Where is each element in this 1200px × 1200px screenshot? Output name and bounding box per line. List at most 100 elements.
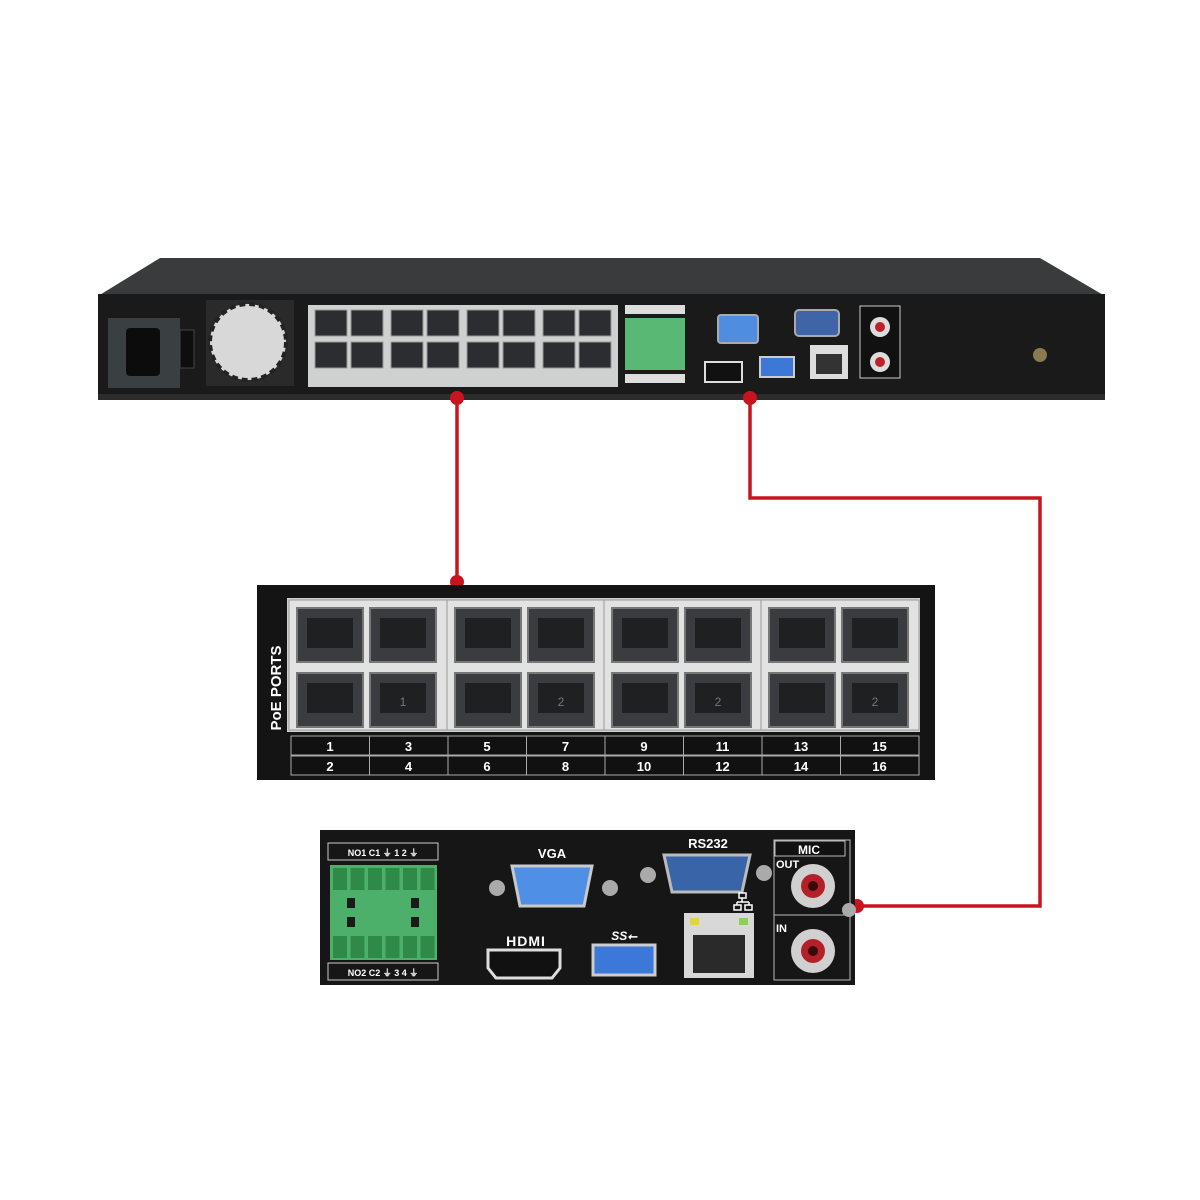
usb-label: SS⭠ [611, 929, 638, 943]
port-number: 16 [872, 759, 886, 774]
poe-port-small [578, 309, 612, 337]
port-contacts [307, 618, 353, 648]
terminal-slot [411, 898, 419, 908]
port-number: 3 [405, 739, 412, 754]
port-number: 8 [562, 759, 569, 774]
ground-screw-icon [1033, 348, 1047, 362]
port-number: 6 [483, 759, 490, 774]
port-number: 14 [794, 759, 809, 774]
device-top-cover [98, 258, 1105, 296]
in-label: IN [776, 923, 787, 935]
port-number: 10 [637, 759, 651, 774]
terminal-pin[interactable] [350, 936, 365, 958]
terminal-pin[interactable] [368, 936, 382, 958]
port-contacts [852, 683, 898, 713]
screw-icon [602, 880, 618, 896]
terminal-pin[interactable] [385, 936, 400, 958]
port-number: 1 [326, 739, 333, 754]
terminal-pin[interactable] [385, 868, 400, 890]
fan-icon [210, 304, 286, 380]
port-number: 4 [405, 759, 413, 774]
poe-port-small [466, 309, 500, 337]
poe-port-small [426, 341, 460, 369]
port-contacts [380, 618, 426, 648]
usb3-port[interactable] [591, 943, 657, 977]
terminal-pin[interactable] [403, 936, 417, 958]
terminal-slot [411, 917, 419, 927]
poe-port-small [314, 341, 348, 369]
port-number: 11 [716, 739, 730, 754]
port-contacts [622, 683, 668, 713]
poe-port-small [542, 341, 576, 369]
port-contacts [695, 618, 741, 648]
port-number-cell [840, 755, 920, 776]
port-contacts [779, 618, 825, 648]
port-contacts [538, 683, 584, 713]
port-contacts [465, 618, 511, 648]
port-contacts [695, 683, 741, 713]
rs232-port-small [794, 309, 840, 337]
device-bottom-edge [98, 394, 1105, 400]
port-group-mark: 2 [715, 695, 722, 709]
port-number: 15 [872, 739, 886, 754]
port-contacts [852, 618, 898, 648]
lan-led-green [739, 918, 748, 925]
screw-icon [756, 865, 772, 881]
callout-line-io [748, 398, 1042, 908]
hdmi-port-small [704, 361, 743, 383]
poe-port-small [350, 341, 384, 369]
poe-port-small [466, 341, 500, 369]
vga-port[interactable] [510, 864, 594, 908]
alarm-terminal-small [625, 318, 685, 370]
rs232-port[interactable] [662, 853, 752, 894]
poe-port-small [502, 309, 536, 337]
vga-label: VGA [538, 846, 567, 861]
io-ports-detail: NO1 C1 ⏚ 1 2 ⏚ NO2 C2 ⏚ 3 4 ⏚ VGA RS232 … [320, 830, 856, 985]
port-group-mark: 1 [400, 695, 407, 709]
port-group-mark: 2 [558, 695, 565, 709]
port-number-cell [840, 735, 920, 756]
usb-port-small [759, 356, 795, 378]
alarm-top-label: NO1 C1 ⏚ 1 2 ⏚ [348, 848, 419, 858]
terminal-pin[interactable] [403, 868, 417, 890]
lan-icon [733, 892, 753, 911]
hdmi-port[interactable] [486, 948, 562, 980]
terminal-pin[interactable] [333, 868, 347, 890]
port-contacts [380, 683, 426, 713]
mic-label: MIC [798, 843, 820, 857]
port-number: 13 [794, 739, 808, 754]
terminal-pin[interactable] [420, 936, 435, 958]
hdmi-label: HDMI [506, 933, 546, 949]
poe-port-small [542, 309, 576, 337]
alarm-terminal-block [330, 865, 437, 960]
rs232-label: RS232 [688, 836, 728, 851]
vga-port-small [717, 314, 759, 344]
lan-led-yellow [690, 918, 699, 925]
screw-icon [842, 903, 856, 917]
power-socket-icon [126, 328, 160, 376]
port-number: 2 [326, 759, 333, 774]
callout-dot [450, 391, 464, 405]
port-number: 7 [562, 739, 569, 754]
power-switch-icon [179, 329, 195, 369]
terminal-pin[interactable] [333, 936, 347, 958]
port-contacts [307, 683, 353, 713]
terminal-slot [347, 898, 355, 908]
terminal-pin[interactable] [420, 868, 435, 890]
terminal-pin[interactable] [350, 868, 365, 890]
out-label: OUT [776, 859, 800, 871]
poe-port-small [314, 309, 348, 337]
screw-icon [640, 867, 656, 883]
port-contacts [538, 618, 584, 648]
port-contacts [779, 683, 825, 713]
port-number: 9 [640, 739, 647, 754]
port-number: 5 [483, 739, 490, 754]
poe-port-small [390, 341, 424, 369]
alarm-bottom-label: NO2 C2 ⏚ 3 4 ⏚ [348, 968, 419, 978]
terminal-pin[interactable] [368, 868, 382, 890]
poe-port-small [390, 309, 424, 337]
callout-dot [743, 391, 757, 405]
